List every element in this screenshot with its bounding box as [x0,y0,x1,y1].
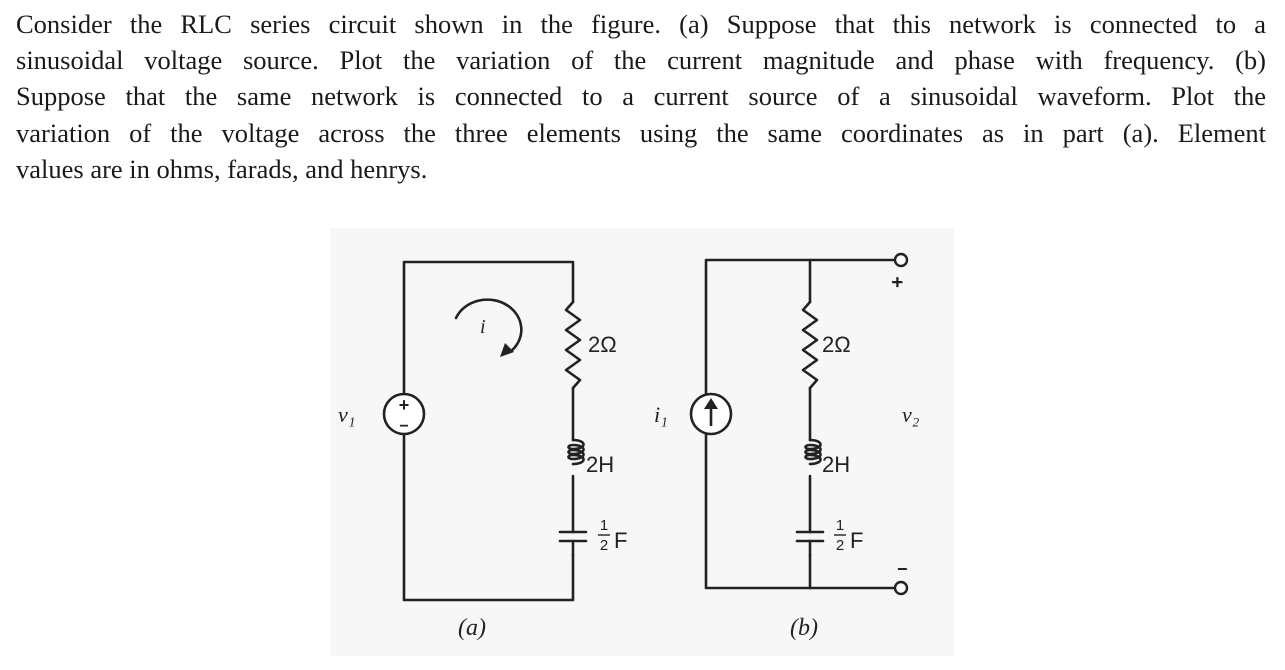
circuit-b-bottom-wire [704,432,897,590]
capacitor-num: 1 [836,517,844,534]
inductor-icon [567,438,585,466]
problem-line: Consider the RLC series circuit shown in… [16,9,1266,39]
output-label-v2: v₂ [902,402,920,427]
output-terminal-top-icon [893,252,909,268]
current-source-icon [689,392,733,436]
capacitor-num: 1 [600,517,608,534]
circuit-a-top-wire [402,260,575,396]
figure-background [330,228,954,656]
problem-line: Suppose that the same network is connect… [16,81,1266,112]
capacitor-unit: F [614,528,627,553]
resistor-label: 2Ω [822,332,851,357]
source-label-v1: v₁ [338,402,355,427]
voltage-source-icon: + − [382,392,426,436]
problem-line: sinusoidal voltage source. Plot the vari… [16,45,1266,76]
circuit-a: + − v₁ i 2Ω 2H 1 2 F (a) [338,260,627,641]
capacitor-icon [795,530,825,557]
problem-statement: Consider the RLC series circuit shown in… [16,6,1266,187]
inductor-label: 2H [822,452,850,477]
source-minus-sign: − [399,418,408,435]
circuit-a-bottom-wire [402,432,575,602]
current-label-i: i [480,316,486,338]
resistor-label: 2Ω [588,332,617,357]
output-terminal-bottom-icon [893,580,909,596]
caption-a: (a) [458,615,486,641]
source-label-i1: i₁ [654,402,668,427]
capacitor-unit: F [850,528,863,553]
problem-line: values are in ohms, farads, and henrys. [16,153,428,184]
capacitor-icon [558,530,588,557]
resistor-icon [801,300,819,390]
resistor-icon [564,300,582,390]
circuit-b: i₁ 2Ω 2H 1 2 F + − v₂ (b) [654,252,920,641]
problem-line: variation of the voltage across the thre… [16,117,1266,148]
circuit-b-top-wire [704,258,897,396]
terminal-plus-sign: + [887,276,909,288]
inductor-label: 2H [586,452,614,477]
capacitor-den: 2 [836,537,844,554]
inductor-icon [804,438,822,466]
source-plus-sign: + [399,395,410,415]
caption-b: (b) [790,615,818,641]
capacitor-den: 2 [600,537,608,554]
current-arrow-icon [454,298,523,357]
terminal-minus-sign: − [897,559,908,579]
